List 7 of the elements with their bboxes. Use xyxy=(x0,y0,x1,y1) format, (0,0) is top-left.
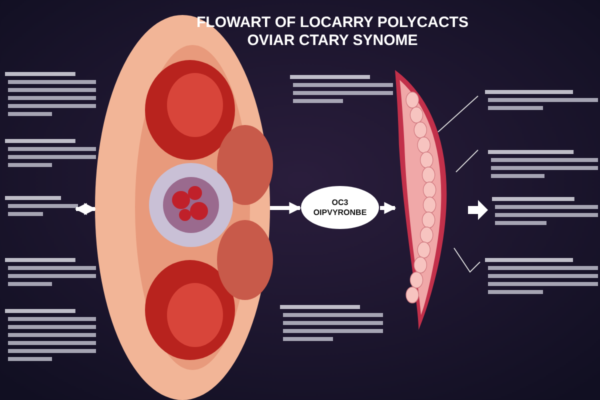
leader-line xyxy=(454,248,480,273)
arrow xyxy=(74,203,96,215)
arrow xyxy=(270,202,302,214)
node-label: OC3 OIPVYRONBE xyxy=(312,198,368,218)
arrow xyxy=(380,202,396,214)
leader-line xyxy=(456,150,478,172)
leader-line xyxy=(438,96,478,132)
